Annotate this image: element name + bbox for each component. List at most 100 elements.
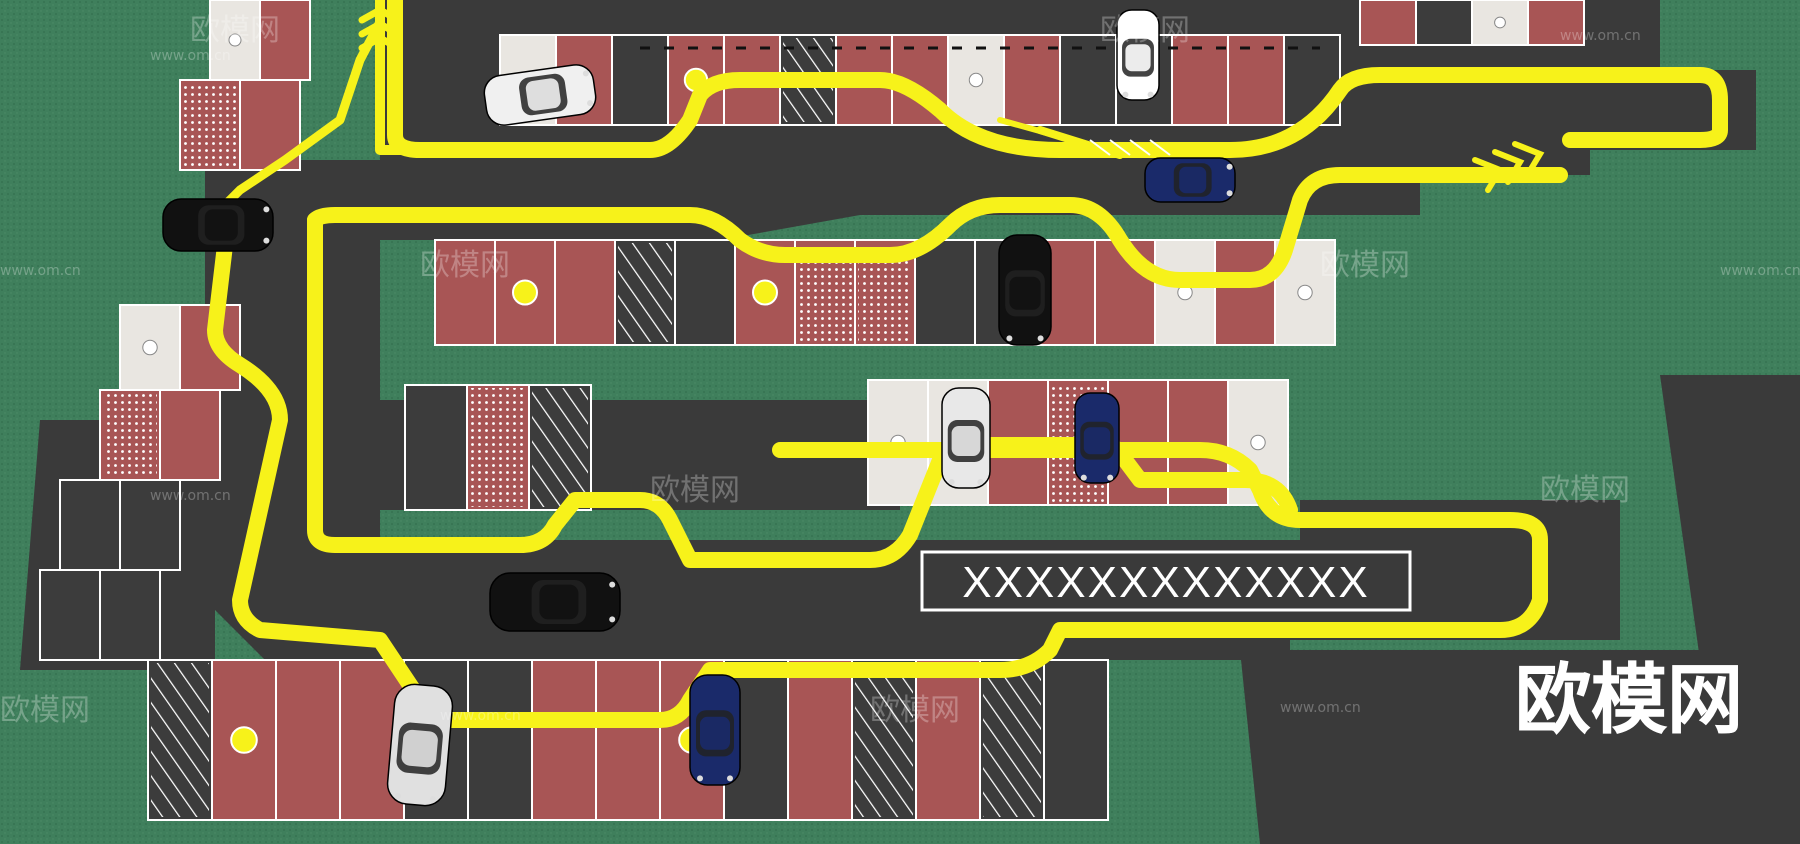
stall-surface	[1059, 34, 1117, 126]
stall-surface	[39, 569, 101, 661]
logo-watermark: 欧模网	[1540, 473, 1630, 508]
car-headlight	[582, 70, 589, 77]
stall-surface	[1527, 0, 1585, 46]
car-headlight	[587, 100, 594, 107]
yellow-guide-paths	[207, 0, 1728, 728]
car-icon	[1116, 9, 1160, 101]
parking-stall	[211, 659, 277, 821]
car-roof	[700, 716, 730, 750]
stall-surface	[787, 659, 853, 821]
stall-surface	[467, 659, 533, 821]
parking-stall	[531, 659, 597, 821]
car-headlight	[609, 581, 616, 588]
stall-surface	[99, 569, 161, 661]
parking-stall	[1359, 0, 1417, 46]
dot-marker-icon	[752, 279, 778, 306]
stall-surface	[59, 479, 121, 571]
parking-stall	[787, 659, 853, 821]
parking-stall	[528, 384, 592, 511]
car-headlight	[1107, 474, 1114, 481]
car-roof	[1009, 276, 1041, 310]
parking-stall	[1171, 34, 1229, 126]
watermark-url: www.om.cn	[1560, 28, 1641, 44]
car-roof	[525, 78, 561, 111]
parking-stall	[494, 239, 556, 346]
car-roof	[1083, 427, 1111, 455]
stall-hatch	[855, 663, 913, 817]
road-marking-text: XXXXXXXXXXXXX	[962, 558, 1370, 607]
stall-surface	[674, 239, 736, 346]
watermark-url: www.om.cn	[440, 708, 521, 724]
car-roof	[401, 729, 438, 768]
stall-dots	[183, 83, 237, 167]
parking-stall	[1471, 0, 1529, 46]
car-icon	[162, 198, 274, 252]
parking-stall	[119, 304, 181, 391]
stall-dots	[470, 388, 526, 507]
parking-stall	[1003, 34, 1061, 126]
stall-surface	[1415, 0, 1473, 46]
arrow-chevron-icon	[358, 5, 402, 52]
logo-watermark: 欧模网	[1100, 13, 1190, 48]
car-roof	[1125, 44, 1151, 72]
car-headlight	[1037, 335, 1044, 342]
parking-stall	[259, 0, 311, 81]
car-headlight	[609, 616, 616, 623]
parking-stall	[1043, 659, 1109, 821]
cars	[162, 9, 1236, 807]
stall-surface	[611, 34, 669, 126]
logo-watermark: 欧模网	[1320, 248, 1410, 283]
watermarks: 欧模网 www.om.cn 欧模网 www.om.cn 欧模网 www.om.c…	[0, 13, 1800, 728]
parking-stall	[851, 659, 917, 821]
stall-surface	[595, 659, 661, 821]
car-headlight	[429, 796, 436, 803]
stall-surface	[1214, 239, 1276, 346]
stall-surface	[1003, 34, 1061, 126]
stall-surface	[1171, 34, 1229, 126]
stall-surface	[275, 659, 341, 821]
stall-hatch	[532, 388, 588, 507]
stall-hatch	[151, 663, 209, 817]
stall-dots	[103, 393, 157, 477]
parking-stall	[179, 79, 241, 171]
car-headlight	[1080, 474, 1087, 481]
car-roof	[951, 426, 981, 456]
stall-surface	[915, 659, 981, 821]
watermark-url: www.om.cn	[1280, 700, 1361, 716]
car-headlight	[1226, 163, 1233, 170]
parking-stall	[1214, 239, 1276, 346]
stall-surface	[1043, 659, 1109, 821]
car-headlight	[395, 793, 402, 800]
parking-stall	[674, 239, 736, 346]
dot-marker-icon	[228, 33, 242, 47]
parking-stall	[1059, 34, 1117, 126]
car-icon	[998, 234, 1052, 346]
stall-surface	[119, 304, 181, 391]
parking-stall	[99, 389, 161, 481]
car-icon	[1144, 157, 1236, 203]
parking-stall	[1527, 0, 1585, 46]
stall-surface	[259, 0, 311, 81]
stall-hatch	[983, 663, 1041, 817]
logo-watermark: 欧模网	[870, 693, 960, 728]
parking-stall	[275, 659, 341, 821]
car-roof	[204, 209, 238, 241]
stall-surface	[404, 384, 468, 511]
road-stripes	[1089, 139, 1171, 156]
parking-stall	[595, 659, 661, 821]
dot-marker-icon	[1494, 16, 1506, 29]
logo-watermark: 欧模网	[0, 693, 90, 728]
dot-marker-icon	[1297, 284, 1313, 301]
car-headlight	[948, 479, 955, 485]
arrow-chevron-icon-right	[1472, 141, 1545, 193]
parking-stall	[1227, 34, 1285, 126]
car-icon	[483, 64, 597, 126]
dot-marker-icon	[968, 72, 984, 88]
parking-stall	[39, 569, 101, 661]
parking-stall	[467, 659, 533, 821]
stall-surface	[554, 239, 616, 346]
dot-marker-icon	[512, 279, 538, 306]
logo-watermark-main: 欧模网	[1515, 655, 1743, 744]
